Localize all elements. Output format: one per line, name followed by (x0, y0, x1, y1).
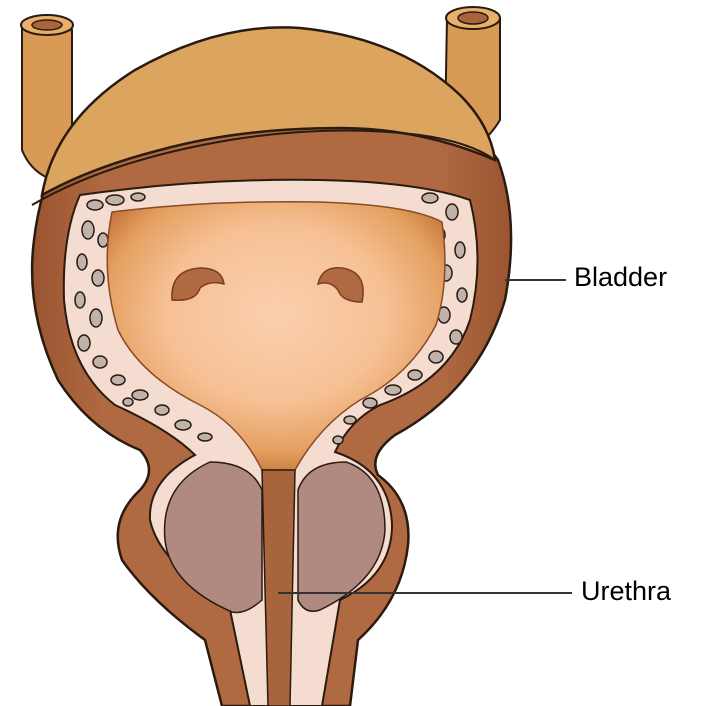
bladder-label: Bladder (574, 262, 667, 293)
urethra-label: Urethra (581, 576, 671, 607)
urethra-channel (262, 470, 295, 706)
